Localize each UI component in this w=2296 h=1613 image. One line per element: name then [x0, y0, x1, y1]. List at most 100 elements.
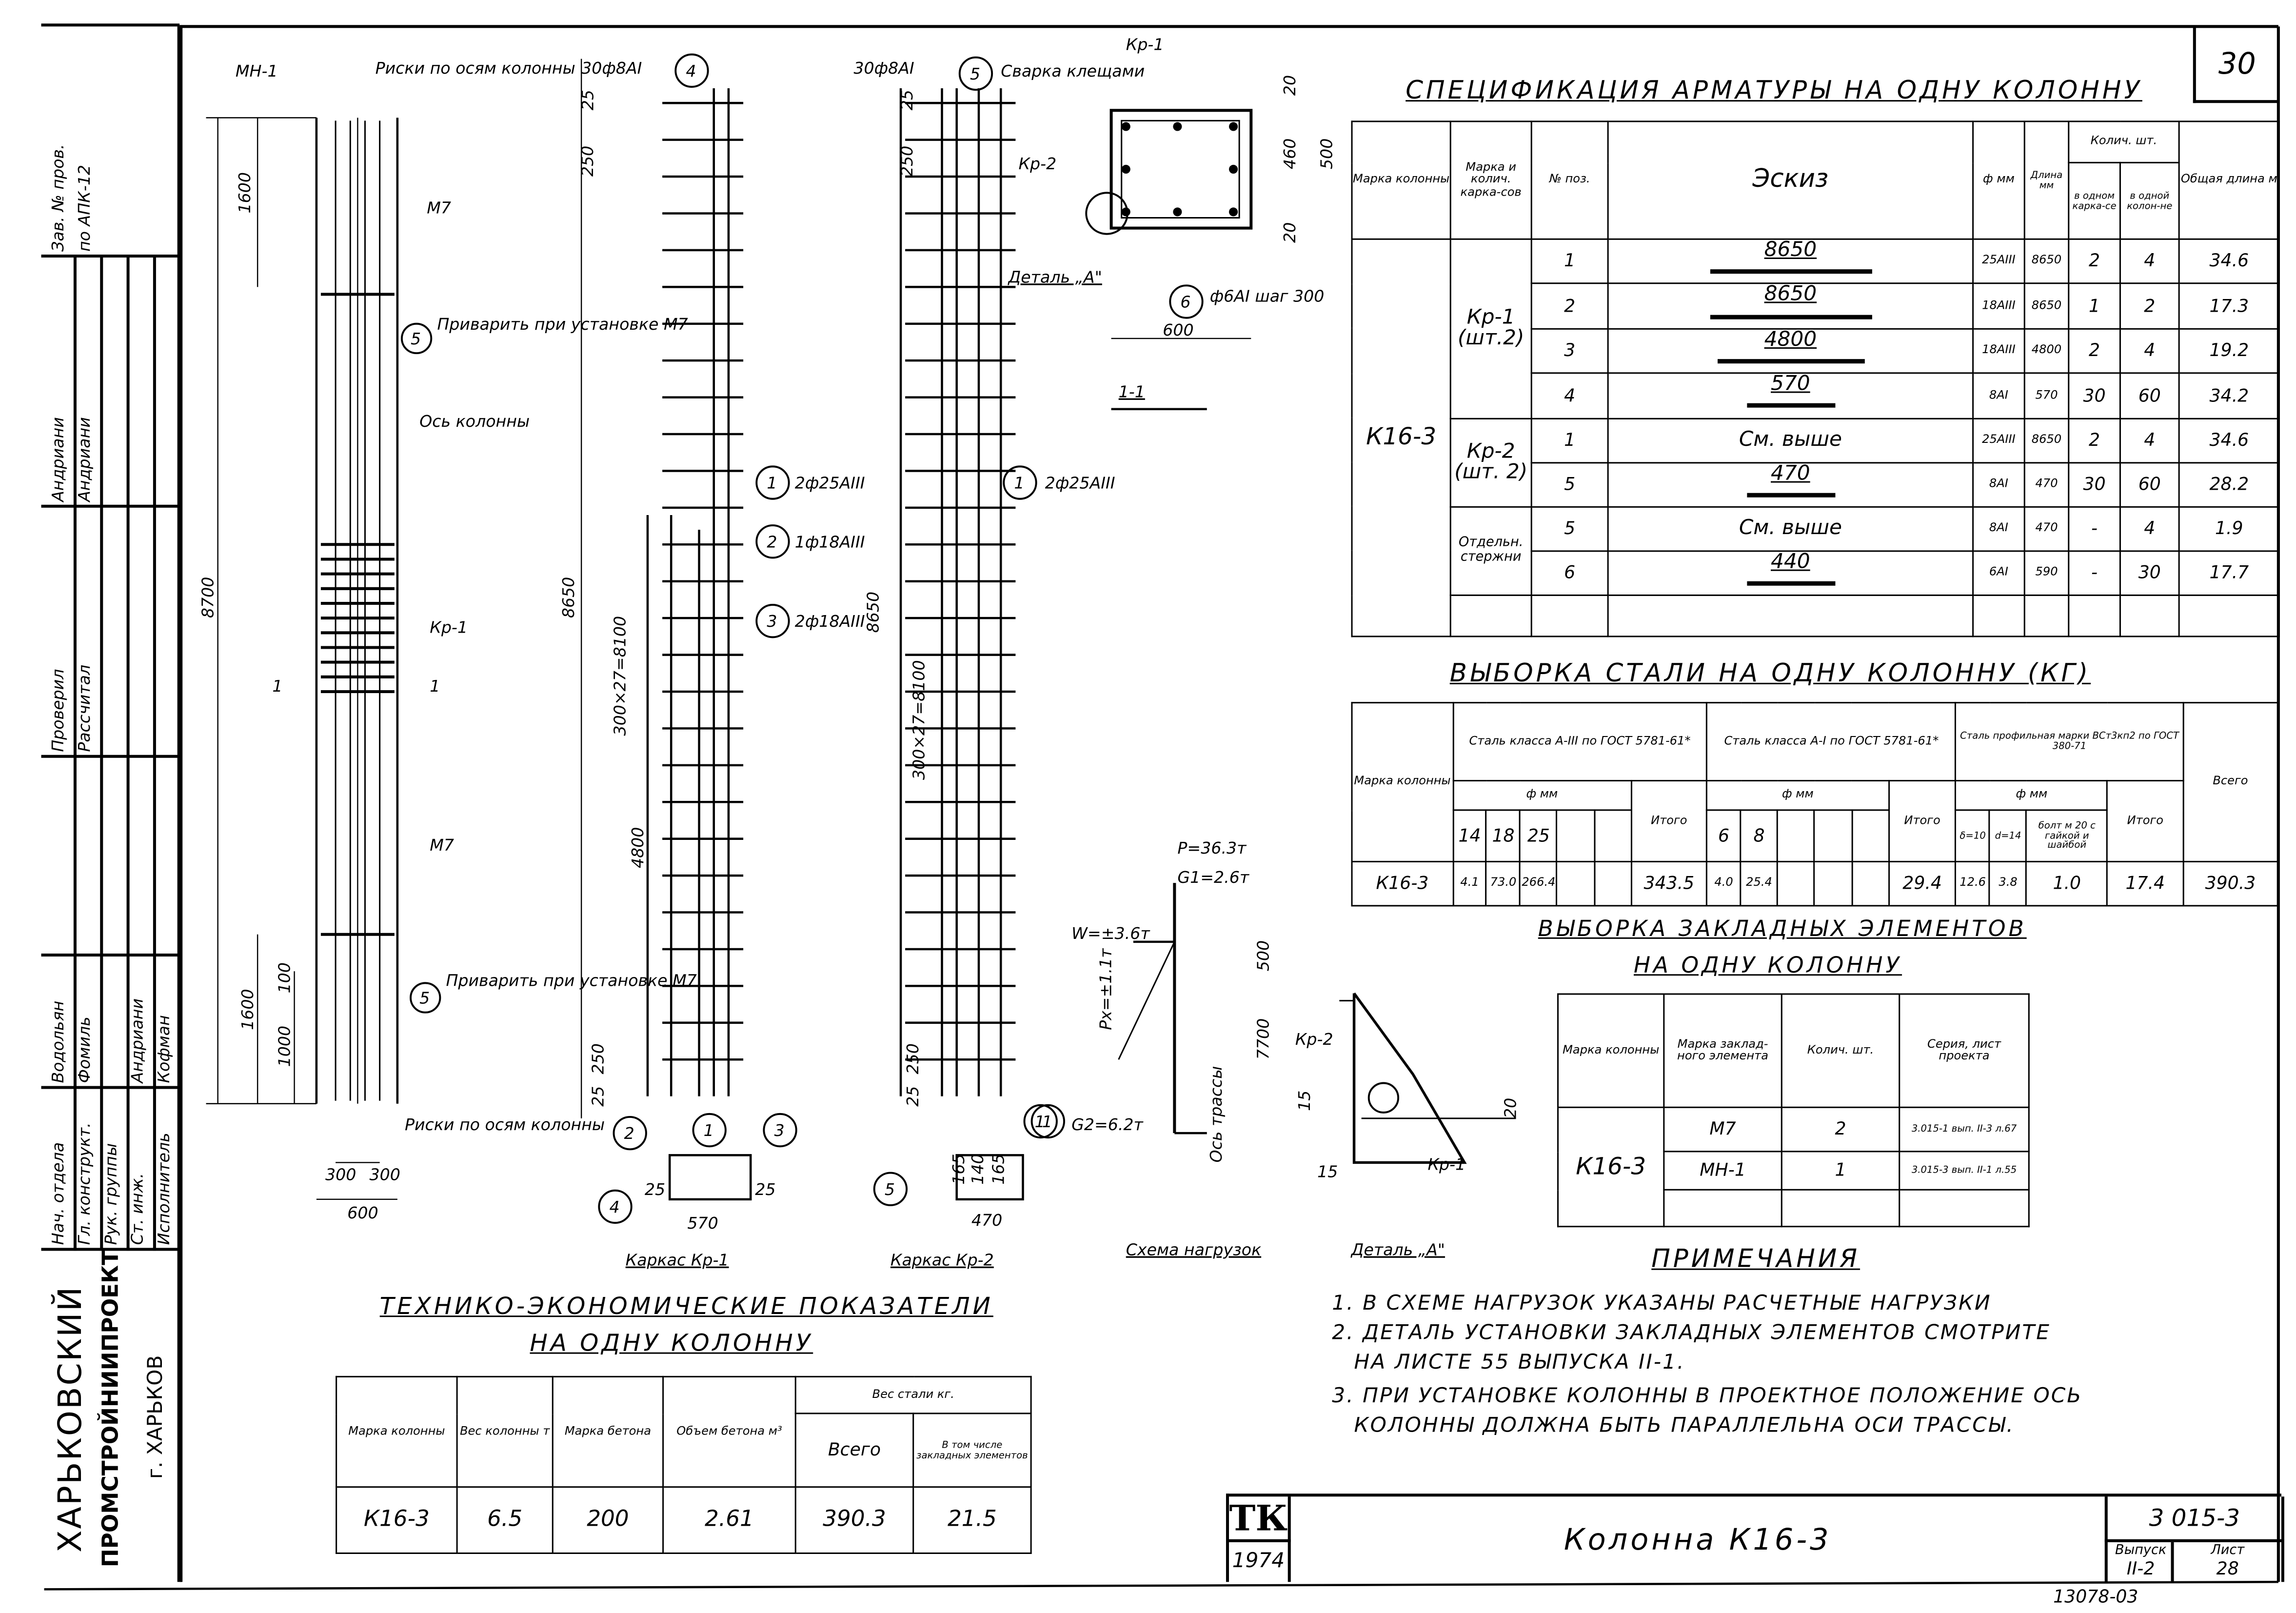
- callout-1: [1003, 465, 1037, 500]
- cell-per_column: 60: [2119, 461, 2180, 508]
- header-column-mark: Марка колонны: [336, 1375, 458, 1488]
- cell-dia: 8АI: [1972, 506, 2025, 552]
- detail-a-marker: [1085, 192, 1128, 235]
- strip-divider: [41, 254, 180, 258]
- issue-label: Выпуск: [2115, 1543, 2167, 1559]
- cell-dia: 18АIII: [1972, 283, 2025, 330]
- dim-label: 250: [903, 1043, 922, 1074]
- dim-label: 2: [767, 532, 777, 551]
- dim-label: 5: [419, 989, 430, 1008]
- tep-subtitle: на одну колонну: [530, 1329, 813, 1357]
- header-subtotal: Итого: [1888, 780, 1957, 862]
- strip-row-line: [100, 257, 102, 1251]
- header-column-mark: Марка колонны: [1351, 120, 1451, 240]
- cell: 3.015-3 вып. II-1 л.55: [1899, 1151, 2030, 1191]
- dim-label: 570: [687, 1214, 718, 1233]
- strip-misc: по АПК-12: [75, 164, 95, 252]
- header-pos: № поз.: [1530, 120, 1609, 240]
- bar-sketch: [1746, 581, 1835, 586]
- cell: 4.0: [1706, 860, 1742, 907]
- header-length: Длина мм: [2023, 120, 2070, 240]
- header-column-mark: Марка колонны: [1351, 702, 1454, 862]
- header-steel-total: Всего: [794, 1413, 914, 1488]
- dim-label: P=36.3т: [1177, 838, 1247, 857]
- rebar-dot: [1121, 122, 1130, 131]
- section-outline: [1109, 109, 1253, 230]
- cell: 73.0: [1485, 860, 1521, 907]
- dim-label: Каркас Кр-2: [891, 1251, 994, 1270]
- dim-label: 4: [609, 1197, 619, 1216]
- header-a1: Сталь класса А-I по ГОСТ 5781-61*: [1706, 702, 1957, 782]
- header-embedded: В том числе закладных элементов: [912, 1413, 1032, 1488]
- dim-label: 500: [1317, 139, 1336, 169]
- cell-sketch: 8650: [1607, 238, 1974, 285]
- dim-label: 25: [903, 1086, 922, 1107]
- header-per-column: в одной колон-не: [2119, 161, 2180, 240]
- embedded-table: Марка колонны Марка заклад-ного элемента…: [1557, 993, 2030, 1228]
- dim-label: 20: [1280, 222, 1299, 243]
- cell-pos: 3: [1530, 328, 1609, 374]
- dim-label: 1: [767, 474, 777, 493]
- header-d8: 8: [1740, 809, 1779, 862]
- cell-pos: 2: [1530, 283, 1609, 330]
- cell: 21.5: [912, 1486, 1032, 1554]
- header-dia: ф мм: [1972, 120, 2025, 240]
- dim-label: 165: [949, 1154, 968, 1184]
- strip-names: Кофман: [154, 1015, 174, 1083]
- strip-names2: Андриани: [75, 417, 95, 502]
- header-volume: Объем бетона м³: [662, 1375, 796, 1488]
- strip-row-line: [73, 257, 76, 1251]
- callout-5: [958, 56, 993, 91]
- sketch-dimension: См. выше: [1739, 427, 1842, 452]
- dim-label: 100: [275, 962, 294, 993]
- header-qty: Колич. шт.: [2068, 120, 2180, 163]
- cell-per_frame: 1: [2068, 283, 2121, 330]
- steel-title: Выборка стали на одну колонну (кг): [1449, 659, 2091, 689]
- cell: 2: [1781, 1106, 1900, 1153]
- dim-label: 7700: [1254, 1018, 1273, 1059]
- cell-total: 34.6: [2178, 238, 2280, 285]
- dim-label: 5: [970, 64, 980, 83]
- cell-frame: Кр-2(шт. 2): [1449, 417, 1532, 508]
- header-dia: ф мм: [1955, 780, 2108, 811]
- strip-roles2: Проверил: [48, 669, 68, 752]
- cell-per_column: 4: [2119, 238, 2180, 285]
- dim-label: 1600: [235, 172, 254, 213]
- cell: К16-3: [1557, 1106, 1665, 1228]
- bar-sketch: [1709, 314, 1872, 319]
- embedded-title: Выборка закладных элементов: [1538, 915, 2027, 942]
- dim-label: 300: [325, 1165, 356, 1184]
- dim-label: 470: [971, 1211, 1002, 1230]
- dim-label: 20: [1501, 1098, 1520, 1118]
- cell-pos: 4: [1530, 372, 1609, 419]
- spec-table: Марка колонны Марка и колич. карка-сов №…: [1351, 120, 2280, 638]
- detail-a-rebar: [1367, 1082, 1400, 1114]
- issue-value: II-2: [2126, 1558, 2155, 1579]
- header-dia: ф мм: [1706, 780, 1890, 811]
- header-qty: Колич. шт.: [1781, 993, 1900, 1108]
- circle: [692, 1113, 727, 1148]
- sketch-dimension: 470: [1771, 462, 1810, 485]
- cell-per_frame: 30: [2068, 372, 2121, 419]
- dim-label: 300×27=8100: [909, 660, 928, 780]
- cell: 343.5: [1630, 860, 1708, 907]
- strip-names: Андриани: [128, 998, 147, 1083]
- sketch-dimension: 440: [1771, 551, 1810, 574]
- header-d25: 25: [1519, 809, 1558, 862]
- circle: [598, 1189, 633, 1224]
- dim-label: 6: [1180, 293, 1190, 312]
- note-line: колонны должна быть параллельна оси трас…: [1354, 1414, 2015, 1438]
- cell-per_frame: 2: [2068, 238, 2121, 285]
- dim-label: 140: [968, 1154, 987, 1184]
- callout-5: [400, 322, 433, 355]
- callout-4: [674, 53, 709, 88]
- cell: 3.8: [1989, 860, 2028, 907]
- dim-label: МН-1: [236, 61, 278, 80]
- dim-label: 1000: [275, 1026, 294, 1067]
- line: [1118, 941, 1175, 1060]
- dim-label: Деталь „А": [1350, 1240, 1445, 1259]
- header-column-mark: Марка колонны: [1557, 993, 1665, 1108]
